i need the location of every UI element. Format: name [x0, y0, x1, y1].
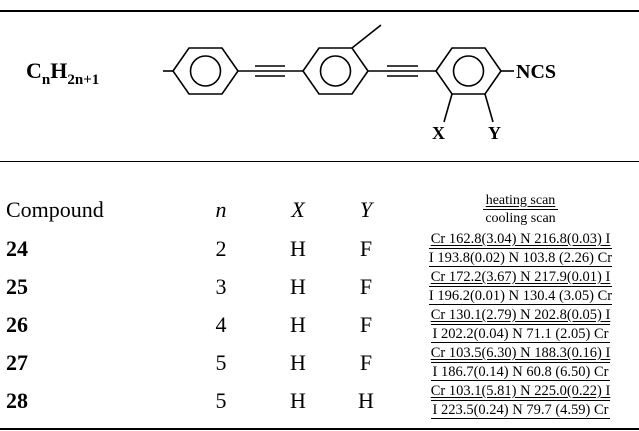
y-cell: F: [359, 350, 373, 375]
scan-cell: Cr 103.5(6.30) N 188.3(0.16) I I 186.7(0…: [402, 344, 639, 382]
y-substituent-label: Y: [488, 123, 501, 143]
x-substituent-label: X: [432, 123, 445, 143]
header-n: n: [215, 197, 227, 222]
table-header-row: Compound n X Y heating scan cooling scan: [0, 190, 639, 230]
middle-rule: [0, 161, 639, 162]
compound-cell: 24: [6, 236, 28, 261]
x-cell: H: [290, 388, 306, 413]
alkyl-group-label: CnH2n+1: [26, 58, 99, 88]
cooling-scan-value: I 223.5(0.24) N 79.7 (4.59) Cr: [430, 401, 611, 419]
table-row: 25 3 H F Cr 172.2(3.67) N 217.9(0.01) I …: [0, 268, 639, 306]
top-rule: [0, 10, 639, 12]
cooling-scan-value: I 196.2(0.01) N 130.4 (3.05) Cr: [428, 287, 613, 305]
n-cell: 5: [215, 350, 227, 375]
y-cell: H: [358, 388, 374, 413]
bottom-rule: [0, 428, 639, 430]
n-cell: 3: [215, 274, 227, 299]
aromatic-circle-2: [319, 55, 352, 87]
header-cooling-scan: cooling scan: [485, 210, 556, 226]
compound-cell: 26: [6, 312, 28, 337]
scan-cell: Cr 162.8(3.04) N 216.8(0.03) I I 193.8(0…: [402, 230, 639, 268]
benzene-ring-1: [172, 47, 239, 95]
header-heating-scan: heating scan: [483, 193, 558, 210]
table-row: 27 5 H F Cr 103.5(6.30) N 188.3(0.16) I …: [0, 344, 639, 382]
header-y: Y: [359, 197, 373, 222]
compound-cell: 27: [6, 350, 28, 375]
x-cell: H: [290, 350, 306, 375]
heating-scan-value: Cr 162.8(3.04) N 216.8(0.03) I: [428, 230, 613, 249]
x-cell: H: [290, 312, 306, 337]
y-bond: [484, 93, 494, 123]
scan-cell: Cr 172.2(3.67) N 217.9(0.01) I I 196.2(0…: [402, 268, 639, 306]
transition-temperature-table: Compound n X Y heating scan cooling scan…: [0, 190, 639, 420]
scan-cell: Cr 130.1(2.79) N 202.8(0.05) I I 202.2(0…: [402, 306, 639, 344]
compound-cell: 28: [6, 388, 28, 413]
triple-bond-1: [255, 65, 285, 77]
cooling-scan-value: I 186.7(0.14) N 60.8 (6.50) Cr: [430, 363, 611, 381]
n-cell: 2: [215, 236, 227, 261]
x-bond: [443, 93, 453, 123]
table-row: 28 5 H H Cr 103.1(5.81) N 225.0(0.22) I …: [0, 382, 639, 420]
aromatic-circle-1: [189, 55, 222, 87]
aromatic-circle-3: [452, 55, 485, 87]
benzene-ring-2: [302, 47, 369, 95]
table-row: 26 4 H F Cr 130.1(2.79) N 202.8(0.05) I …: [0, 306, 639, 344]
y-cell: F: [359, 274, 373, 299]
triple-bond-2: [387, 65, 418, 77]
y-cell: F: [359, 236, 373, 261]
compound-cell: 25: [6, 274, 28, 299]
x-cell: H: [290, 236, 306, 261]
header-scan: heating scan cooling scan: [402, 190, 639, 230]
cooling-scan-value: I 193.8(0.02) N 103.8 (2.26) Cr: [428, 249, 613, 267]
table-row: 24 2 H F Cr 162.8(3.04) N 216.8(0.03) I …: [0, 230, 639, 268]
y-cell: F: [359, 312, 373, 337]
n-cell: 4: [215, 312, 227, 337]
ncs-label: NCS: [516, 61, 556, 83]
methyl-bond: [351, 24, 382, 49]
scan-cell: Cr 103.1(5.81) N 225.0(0.22) I I 223.5(0…: [402, 382, 639, 420]
cooling-scan-value: I 202.2(0.04) N 71.1 (2.05) Cr: [430, 325, 611, 343]
header-compound: Compound: [6, 197, 104, 222]
header-x: X: [291, 197, 305, 222]
chemical-structure: CnH2n+1 NCS X Y: [26, 24, 556, 143]
heating-scan-value: Cr 172.2(3.67) N 217.9(0.01) I: [428, 268, 613, 287]
heating-scan-value: Cr 103.1(5.81) N 225.0(0.22) I: [430, 382, 611, 401]
benzene-ring-3: [435, 47, 502, 95]
x-cell: H: [290, 274, 306, 299]
n-cell: 5: [215, 388, 227, 413]
heating-scan-value: Cr 130.1(2.79) N 202.8(0.05) I: [430, 306, 611, 325]
heating-scan-value: Cr 103.5(6.30) N 188.3(0.16) I: [430, 344, 611, 363]
